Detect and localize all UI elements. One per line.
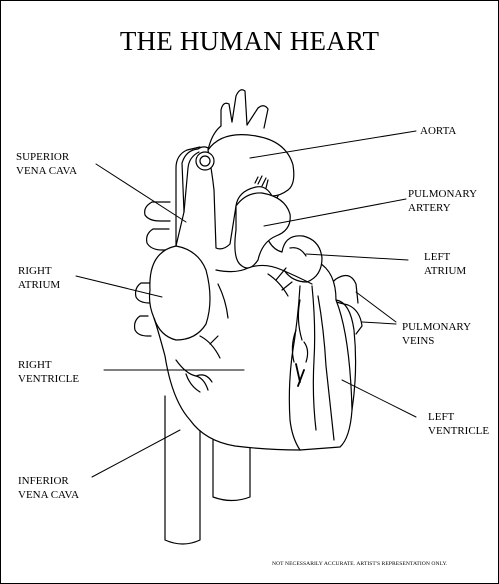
label-left-ventricle: LEFT VENTRICLE	[428, 410, 489, 438]
label-right-atrium: RIGHT ATRIUM	[18, 264, 60, 292]
superior-vena-cava-leader-line	[96, 164, 186, 222]
left-atrium-shape	[282, 236, 322, 282]
heart-body	[150, 147, 353, 450]
label-superior-vena-cava: SUPERIOR VENA CAVA	[16, 150, 77, 178]
label-right-ventricle: RIGHT VENTRICLE	[18, 358, 79, 386]
pulmonary-veins-leader-line-upper	[356, 292, 396, 322]
pulmonary-veins-leader-line-lower	[362, 322, 396, 324]
label-pulmonary-artery: PULMONARY ARTERY	[408, 187, 477, 215]
label-left-atrium: LEFT ATRIUM	[424, 250, 466, 278]
label-pulmonary-veins: PULMONARY VEINS	[402, 320, 471, 348]
label-inferior-vena-cava: INFERIOR VENA CAVA	[18, 474, 79, 502]
label-aorta: AORTA	[420, 124, 456, 138]
disclaimer-note: NOT NECESSARILY ACCURATE. ARTIST'S REPRE…	[272, 561, 447, 567]
